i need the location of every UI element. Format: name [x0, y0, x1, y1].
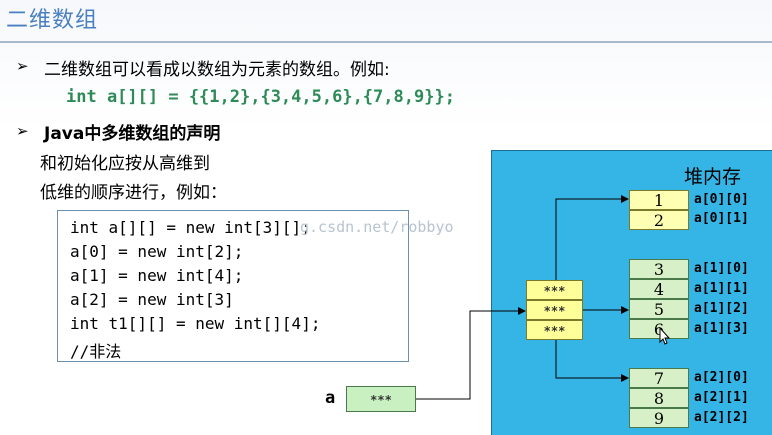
code-line: a[2] = new int[3] — [70, 290, 234, 309]
paragraph-line-2: 低维的顺序进行，例如： — [40, 183, 227, 203]
array-cell: 6 — [629, 319, 689, 339]
row-pointer-cell: *** — [526, 300, 583, 320]
array-cell: 4 — [629, 279, 689, 299]
example-code: int a[][] = {{1,2},{3,4,5,6},{7,8,9}}; — [66, 87, 455, 107]
row-pointer-cell: *** — [526, 320, 583, 340]
paragraph-line-1: 和初始化应按从高维到 — [40, 154, 210, 174]
watermark: g.csdn.net/robbyo — [300, 218, 454, 236]
cell-index-label: a[1][1] — [694, 281, 749, 296]
bullet-arrow-icon: ➢ — [16, 57, 29, 75]
bullet-arrow-icon: ➢ — [16, 122, 29, 140]
cell-index-label: a[0][1] — [694, 211, 749, 226]
code-line: int t1[][] = new int[][4]; — [70, 314, 321, 333]
arrow-row0 — [555, 195, 629, 290]
code-line: //非法 — [70, 342, 122, 361]
cell-index-label: a[2][1] — [694, 390, 749, 405]
mouse-cursor-icon — [659, 326, 671, 349]
array-cell: 1 — [629, 190, 689, 210]
code-line: a[1] = new int[4]; — [70, 266, 244, 285]
bullet-1-text: 二维数组可以看成以数组为元素的数组。例如: — [44, 60, 390, 80]
array-cell: 3 — [629, 259, 689, 279]
cell-index-label: a[1][3] — [694, 321, 749, 336]
arrow-a-to-array — [416, 307, 526, 400]
cell-index-label: a[0][0] — [694, 192, 749, 207]
variable-pointer-cell: *** — [346, 386, 416, 412]
code-box: int a[][] = new int[3][]; a[0] = new int… — [57, 210, 409, 362]
cell-index-label: a[2][2] — [694, 410, 749, 425]
slide-title: 二维数组 — [6, 8, 99, 33]
arrow-row2 — [555, 340, 629, 382]
code-line: int a[][] = new int[3][]; — [70, 218, 311, 237]
cell-index-label: a[1][0] — [694, 261, 749, 276]
array-cell: 7 — [629, 368, 689, 388]
cell-index-label: a[2][0] — [694, 370, 749, 385]
code-line: a[0] = new int[2]; — [70, 242, 244, 261]
array-cell: 5 — [629, 299, 689, 319]
row-pointer-cell: *** — [526, 280, 583, 300]
variable-label: a — [325, 388, 336, 408]
array-cell: 9 — [629, 408, 689, 428]
cell-index-label: a[1][2] — [694, 301, 749, 316]
bullet-2-text: Java中多维数组的声明 — [44, 124, 221, 144]
title-divider — [0, 41, 772, 43]
array-cell: 8 — [629, 388, 689, 408]
array-cell: 2 — [629, 210, 689, 230]
heap-title: 堆内存 — [684, 166, 742, 188]
